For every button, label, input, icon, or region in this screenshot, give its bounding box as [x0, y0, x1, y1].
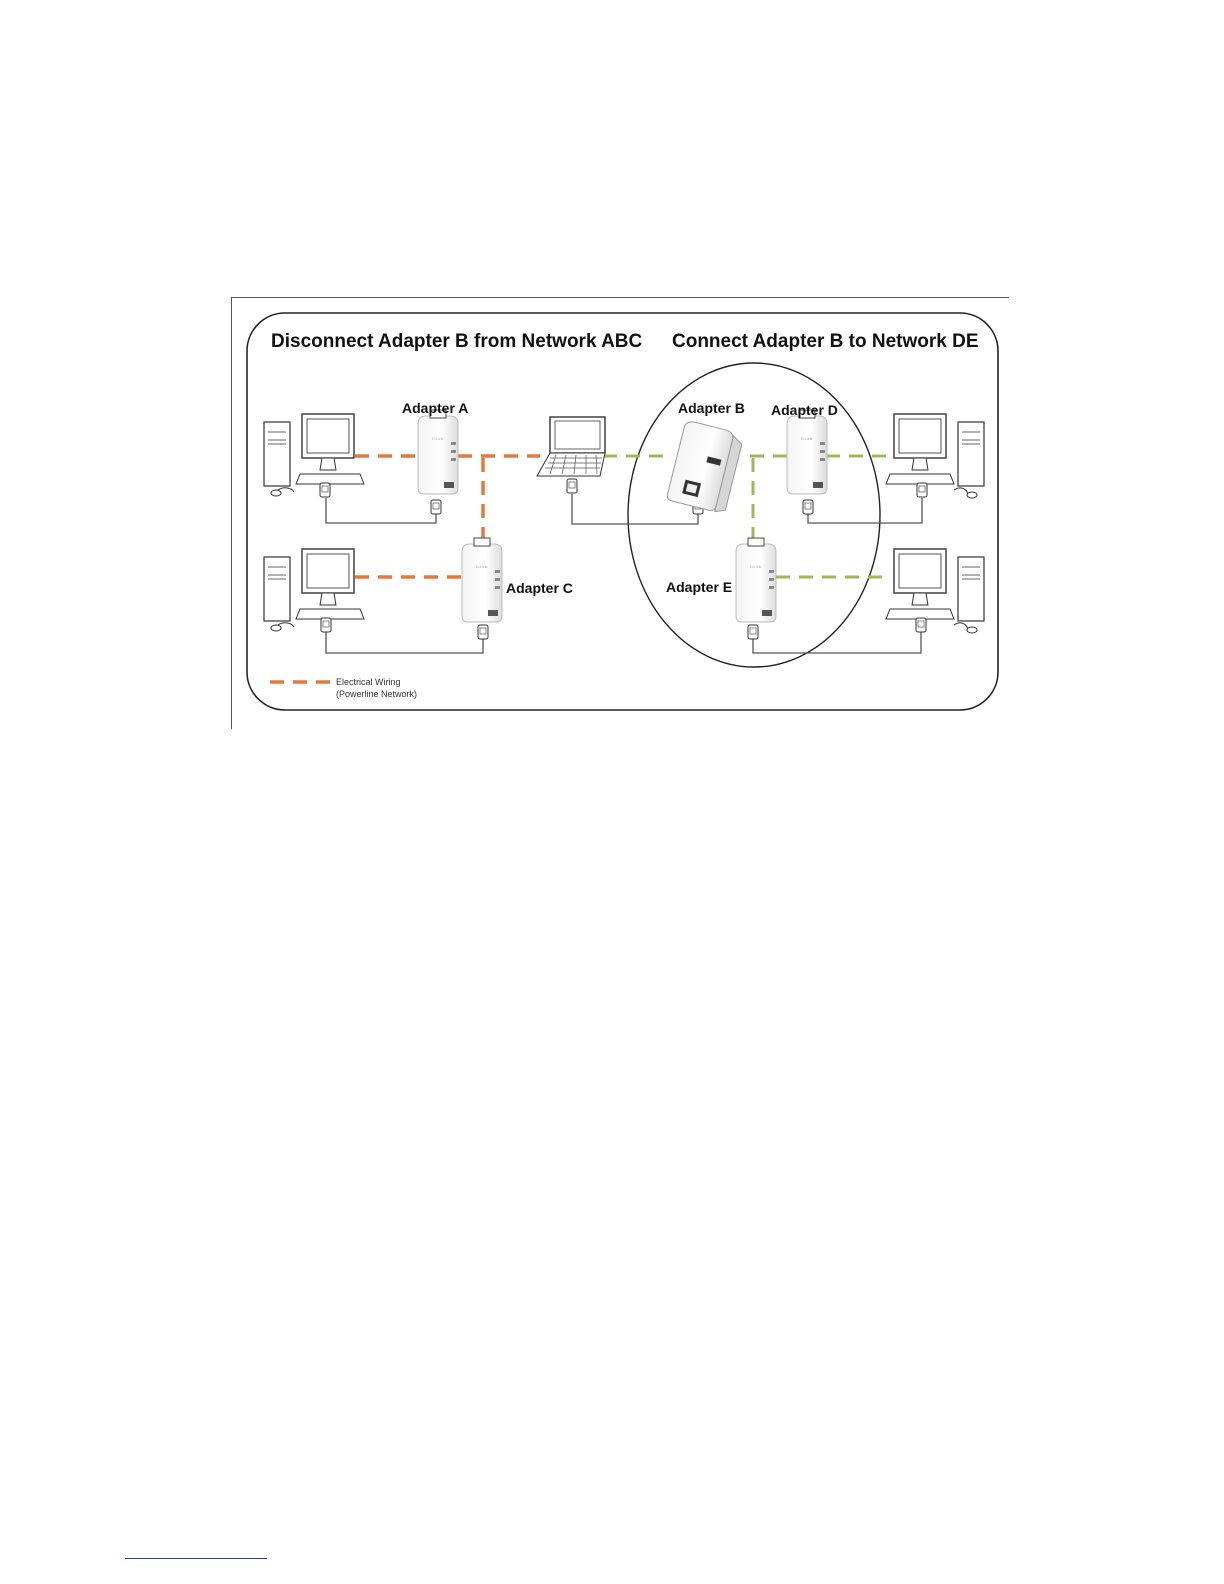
adapter-a-device: [418, 410, 458, 494]
desktop-computer-top-left: [264, 414, 364, 496]
ethernet-plug-adapter-e: [748, 625, 758, 639]
label-adapter-e: Adapter E: [666, 579, 732, 595]
title-disconnect: Disconnect Adapter B from Network ABC: [271, 331, 643, 352]
ethernet-plug-adapter-a: [431, 500, 441, 514]
ethernet-plug-pc-top-left: [320, 483, 330, 497]
diagram-panel: [247, 313, 998, 710]
ethernet-plug-pc-bottom-right: [916, 618, 926, 632]
adapter-e-device: [736, 538, 776, 622]
label-adapter-d: Adapter D: [771, 402, 838, 418]
ethernet-plug-pc-top-right: [917, 483, 927, 497]
title-connect: Connect Adapter B to Network DE: [672, 331, 979, 352]
ethernet-plug-laptop: [567, 479, 577, 493]
label-adapter-a: Adapter A: [402, 400, 468, 416]
ethernet-plug-adapter-d: [803, 500, 813, 514]
desktop-computer-bottom-left: [264, 549, 364, 631]
footnote-separator: [125, 1558, 267, 1559]
ethernet-plug-pc-bottom-left: [321, 618, 331, 632]
ethernet-plug-adapter-c: [478, 625, 488, 639]
label-adapter-b: Adapter B: [678, 400, 745, 416]
legend-wiring-label: Electrical Wiring: [336, 677, 401, 687]
adapter-d-device: [787, 410, 827, 494]
adapter-c-device: [462, 538, 502, 622]
label-adapter-c: Adapter C: [506, 580, 573, 596]
legend-wiring-sublabel: (Powerline Network): [336, 689, 417, 699]
